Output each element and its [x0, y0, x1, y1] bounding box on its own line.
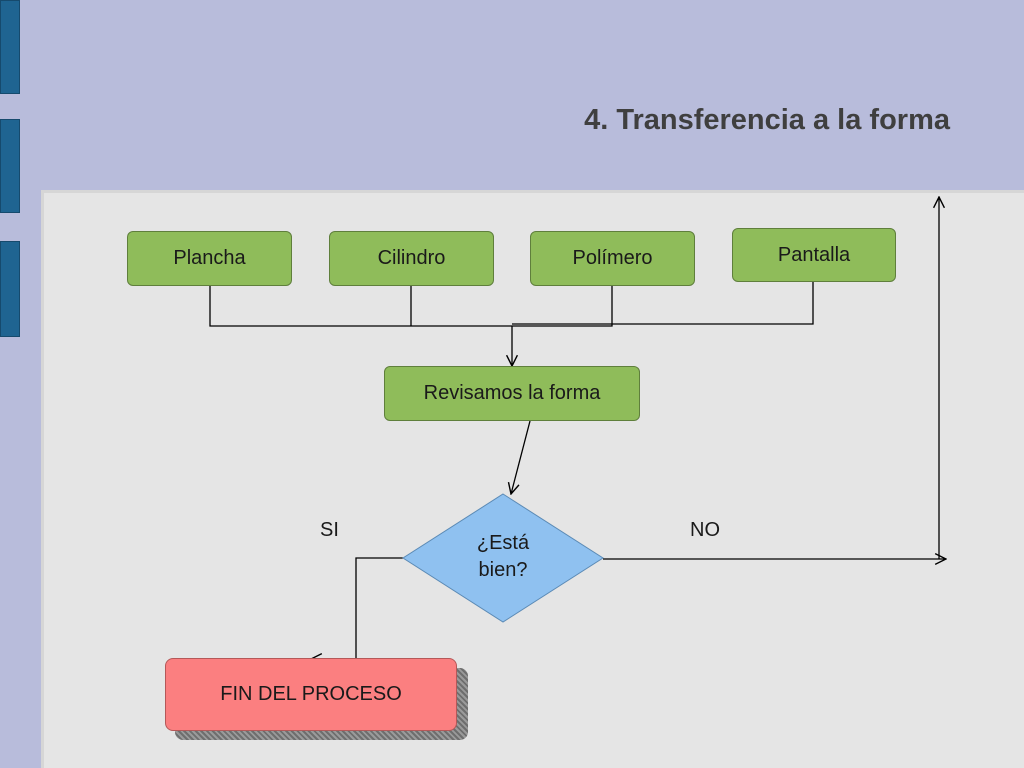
node-plancha: Plancha	[127, 231, 292, 286]
node-revisamos-la-forma: Revisamos la forma	[384, 366, 640, 421]
decision-label-line-1: ¿Está	[476, 532, 530, 554]
decision-label-line-2: bien?	[478, 559, 528, 581]
side-tab-1	[0, 0, 20, 94]
slide-title: 4. Transferencia a la forma	[584, 104, 950, 136]
side-tab-3	[0, 241, 20, 337]
branch-label-si: SI	[320, 519, 339, 541]
node-fin-del-proceso: FIN DEL PROCESO	[165, 658, 457, 731]
connector-pantalla	[512, 282, 814, 325]
branch-label-no: NO	[690, 519, 720, 541]
side-tab-2	[0, 119, 20, 213]
decision-label: ¿Está bien?	[453, 530, 553, 584]
node-polimero: Polímero	[530, 231, 695, 286]
arrow-yes-to-end	[311, 557, 403, 659]
node-pantalla: Pantalla	[732, 228, 896, 282]
arrow-review-to-decision	[511, 420, 531, 494]
connector-plancha	[209, 286, 512, 327]
connector-polimero	[512, 286, 613, 327]
node-cilindro: Cilindro	[329, 231, 494, 286]
decision-diamond	[402, 493, 604, 623]
